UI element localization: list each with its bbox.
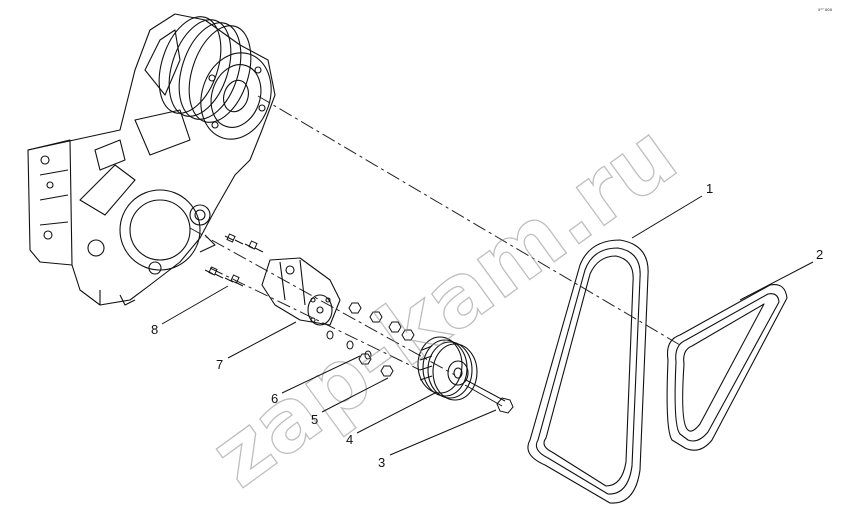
- callout-3: 3: [378, 455, 385, 470]
- callout-4: 4: [346, 432, 353, 447]
- drive-belt-large: [527, 239, 649, 504]
- callout-6: 6: [271, 391, 278, 406]
- pulley-bolt: [464, 379, 514, 414]
- callout-1: 1: [706, 181, 713, 196]
- callout-leaders: [161, 195, 814, 456]
- crankshaft-pulley: [158, 16, 272, 140]
- idler-bracket: [261, 257, 341, 326]
- engine-front-housing: [27, 13, 276, 306]
- watermark-text: zap-kam.ru: [194, 105, 695, 507]
- alignment-axis-lines: [189, 95, 681, 376]
- drive-belt-small: [666, 283, 788, 451]
- callout-7: 7: [216, 357, 223, 372]
- callout-5: 5: [311, 412, 318, 427]
- callout-labels: 1 2 3 4 5 6 7 8: [151, 181, 823, 470]
- callout-2: 2: [816, 247, 823, 262]
- mounting-studs: [204, 233, 264, 287]
- bracket-bolts: [326, 302, 415, 377]
- idler-pulley: [417, 336, 478, 401]
- corner-code: x²⁰ ooo: [818, 7, 833, 12]
- callout-8: 8: [151, 322, 158, 337]
